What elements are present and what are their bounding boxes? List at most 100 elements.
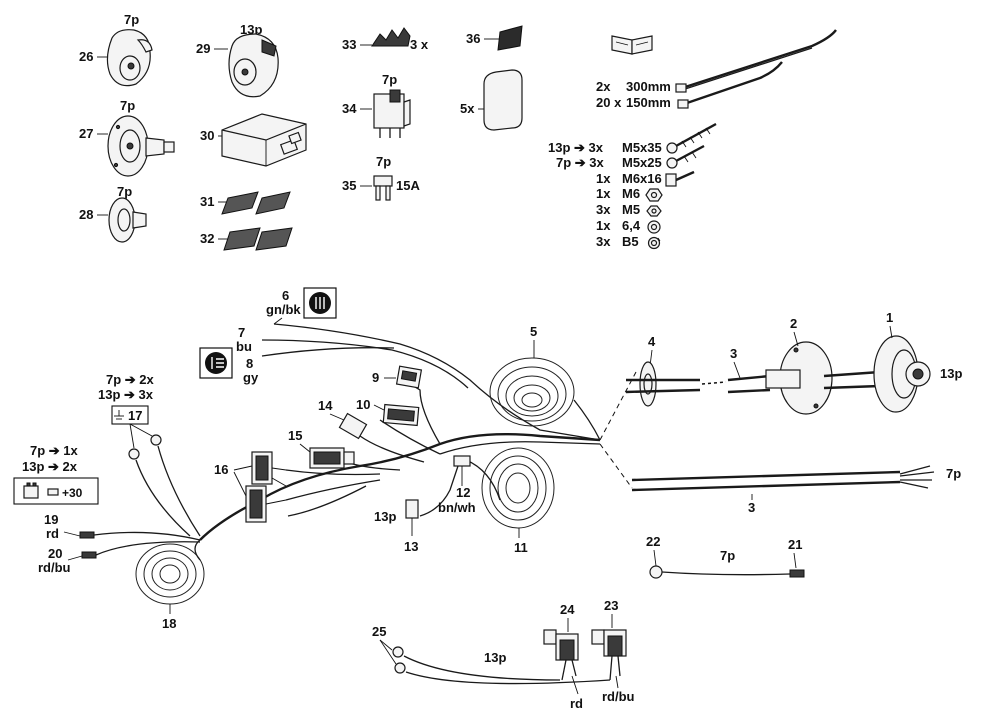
part-28-number: 28 bbox=[79, 207, 93, 222]
screw-m5x35-icon bbox=[666, 122, 717, 154]
part-26-number: 26 bbox=[79, 49, 93, 64]
screw-m5x25-icon bbox=[666, 144, 705, 169]
part-30-number: 30 bbox=[200, 128, 214, 143]
cable-3b-number: 3 bbox=[748, 500, 755, 515]
kit13-rd: rd bbox=[570, 696, 583, 711]
pad-qty: 5x bbox=[460, 101, 475, 116]
kit-13p-relays: 25 13p 24 23 rd rd/bu bbox=[372, 598, 635, 711]
socket-cable-13p: 4 3 2 1 13p bbox=[625, 310, 962, 415]
connector-15: 15 bbox=[288, 428, 355, 469]
tie-300-size: 300mm bbox=[626, 79, 671, 94]
part-33-contacts: 33 3 x bbox=[342, 27, 429, 52]
hw-4-size: M6 bbox=[622, 186, 640, 201]
part-35-pins: 7p bbox=[376, 154, 391, 169]
ground-17-qty-13p: 13p ➔ 3x bbox=[98, 387, 154, 402]
hw-5-size: M5 bbox=[622, 202, 640, 217]
connector-9-number: 9 bbox=[372, 370, 379, 385]
battery-icon bbox=[23, 482, 39, 499]
wire-coil-5: 5 bbox=[489, 324, 601, 441]
hw-7-qty: 3x bbox=[596, 234, 611, 249]
bolt-m6x16-icon bbox=[665, 170, 695, 187]
kit7-22-number: 22 bbox=[646, 534, 660, 549]
wire-7-number: 7 bbox=[238, 325, 245, 340]
battery-30-label: +30 bbox=[62, 486, 83, 500]
ground-17-number: 17 bbox=[128, 408, 142, 423]
wire-6-color: gn/bk bbox=[266, 302, 301, 317]
ground-17-qty-7p: 7p ➔ 2x bbox=[106, 372, 155, 387]
part-33-number: 33 bbox=[342, 37, 356, 52]
ground-17: 7p ➔ 2x 13p ➔ 3x 17 bbox=[98, 372, 201, 537]
part-34-number: 34 bbox=[342, 101, 357, 116]
connector-12: 12 bn/wh bbox=[438, 455, 476, 515]
kit13-23-number: 23 bbox=[604, 598, 618, 613]
connector-15-number: 15 bbox=[288, 428, 302, 443]
tie-300-qty: 2x bbox=[596, 79, 611, 94]
part-33-qty: 3 x bbox=[410, 37, 429, 52]
wire-19-number: 19 bbox=[44, 512, 58, 527]
hw-2-size: M5x25 bbox=[622, 155, 662, 170]
ground-symbol-icon bbox=[114, 410, 124, 420]
battery-30-group: 7p ➔ 1x 13p ➔ 2x +30 bbox=[13, 443, 99, 505]
hw-2-qty: 7p ➔ 3x bbox=[556, 155, 605, 170]
hw-5-qty: 3x bbox=[596, 202, 611, 217]
wire-coil-11: 11 bbox=[481, 447, 555, 555]
part-32-adhesive-pads: 32 bbox=[200, 227, 293, 251]
wire-8-number: 8 bbox=[246, 356, 253, 371]
connector-16-number: 16 bbox=[214, 462, 228, 477]
coil-11-number: 11 bbox=[514, 540, 528, 555]
wire-19: 19 rd bbox=[44, 512, 201, 541]
socket-1-pins: 13p bbox=[940, 366, 962, 381]
part-29-socket-13p: 13p 29 bbox=[196, 22, 279, 98]
hw-4-qty: 1x bbox=[596, 186, 611, 201]
battery-qty-13p: 13p ➔ 2x bbox=[22, 459, 78, 474]
connector-10: 10 bbox=[356, 397, 420, 427]
part-26-socket-7p: 7p 26 bbox=[79, 12, 153, 87]
part-34-relay: 7p 34 bbox=[342, 72, 411, 138]
part-27-pins: 7p bbox=[120, 98, 135, 113]
connector-12-color: bn/wh bbox=[438, 500, 476, 515]
wire-20-number: 20 bbox=[48, 546, 62, 561]
kit13-rdbu: rd/bu bbox=[602, 689, 635, 704]
connector-9: 9 bbox=[372, 365, 423, 389]
rear-fog-symbol-icon bbox=[303, 287, 337, 319]
connector-14: 14 bbox=[318, 398, 368, 440]
part-27-socket-7p: 7p 27 bbox=[79, 98, 175, 177]
connector-13: 13p 13 bbox=[374, 499, 419, 554]
kit7-21-number: 21 bbox=[788, 537, 802, 552]
part-27-number: 27 bbox=[79, 126, 93, 141]
part-31-number: 31 bbox=[200, 194, 214, 209]
part-28-pins: 7p bbox=[117, 184, 132, 199]
connector-14-number: 14 bbox=[318, 398, 333, 413]
nut-m5-icon bbox=[646, 205, 662, 217]
spring-washer-b5-icon bbox=[647, 236, 661, 250]
reverse-light-symbol-icon bbox=[199, 347, 233, 379]
part-26-pins: 7p bbox=[124, 12, 139, 27]
connector-13-pins: 13p bbox=[374, 509, 396, 524]
part-pad-5x: 5x bbox=[460, 69, 523, 131]
hardware-list: 13p ➔ 3x M5x35 7p ➔ 3x M5x25 1x M6x16 1x… bbox=[548, 122, 717, 250]
kit-7p-ground-wire: 22 21 7p bbox=[646, 534, 805, 579]
hw-7-size: B5 bbox=[622, 234, 639, 249]
part-32-number: 32 bbox=[200, 231, 214, 246]
wire-20-color: rd/bu bbox=[38, 560, 71, 575]
gasket-2-number: 2 bbox=[790, 316, 797, 331]
hw-1-size: M5x35 bbox=[622, 140, 662, 155]
tie-150-size: 150mm bbox=[626, 95, 671, 110]
part-35-rating: 15A bbox=[396, 178, 420, 193]
socket-cable-7p: 3 7p bbox=[631, 465, 961, 515]
wire-8-color: gy bbox=[243, 370, 259, 385]
part-30-control-module: 30 bbox=[200, 113, 307, 167]
cable-3b-pins: 7p bbox=[946, 466, 961, 481]
cable-3a-number: 3 bbox=[730, 346, 737, 361]
tie-150-qty: 20 x bbox=[596, 95, 622, 110]
harness-wires-6-7-8 bbox=[261, 317, 601, 441]
kit13-25-number: 25 bbox=[372, 624, 386, 639]
part-36-label: 36 bbox=[466, 25, 523, 51]
socket-1-number: 1 bbox=[886, 310, 893, 325]
kit13-pins: 13p bbox=[484, 650, 506, 665]
wire-7-color: bu bbox=[236, 339, 252, 354]
coil-18-number: 18 bbox=[162, 616, 176, 631]
connector-12-number: 12 bbox=[456, 485, 470, 500]
hw-1-qty: 13p ➔ 3x bbox=[548, 140, 604, 155]
